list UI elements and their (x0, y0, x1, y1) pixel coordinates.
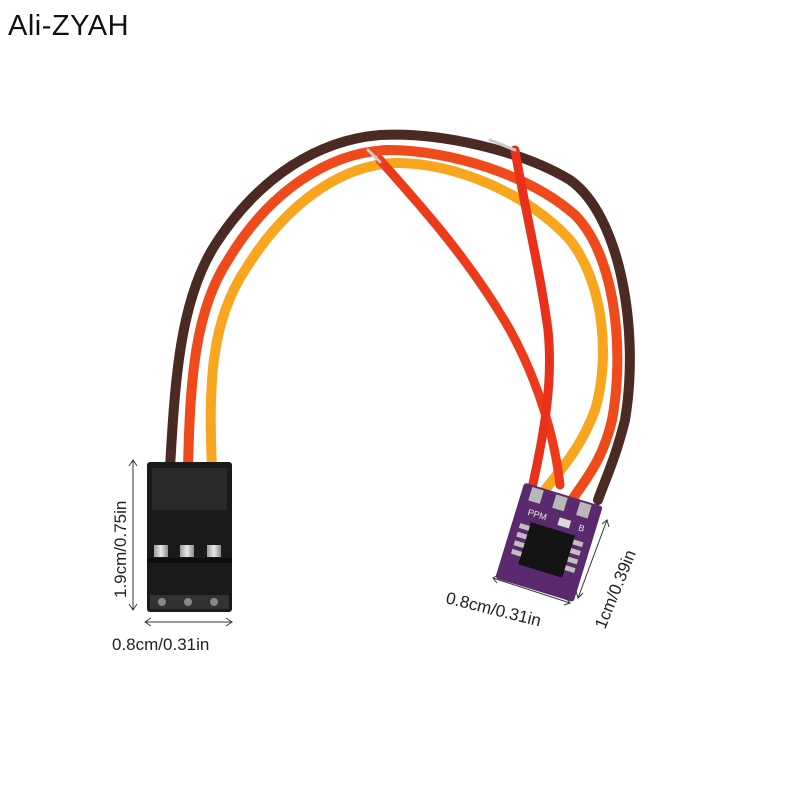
module-width-label: 0.8cm/0.31in (444, 588, 543, 630)
loose-red-wire-1 (375, 155, 565, 490)
dupont-connector (147, 462, 232, 612)
module-height-label: 1cm/0.39in (591, 547, 640, 631)
connector-height-dimension (128, 459, 138, 611)
connector-width-label: 0.8cm/0.31in (112, 635, 209, 654)
module-width-dimension (492, 574, 571, 606)
yellow-wire (205, 157, 608, 495)
brand-watermark: Ali-ZYAH (8, 10, 130, 42)
silkscreen-b: B (577, 523, 586, 534)
wire-harness (165, 129, 635, 505)
ic-chip (518, 522, 576, 578)
connector-pin-slot-3 (207, 545, 221, 557)
connector-pin-slot-1 (154, 545, 168, 557)
module-height-dimension (575, 519, 610, 599)
connector-height-label: 1.9cm/0.75in (111, 501, 130, 598)
red-wire (183, 144, 623, 505)
ppm-module: PPM B (495, 483, 603, 602)
connector-width-dimension (144, 617, 233, 627)
brown-wire (165, 129, 635, 505)
connector-pin-slot-2 (180, 545, 194, 557)
loose-red-wire-2 (510, 145, 554, 493)
